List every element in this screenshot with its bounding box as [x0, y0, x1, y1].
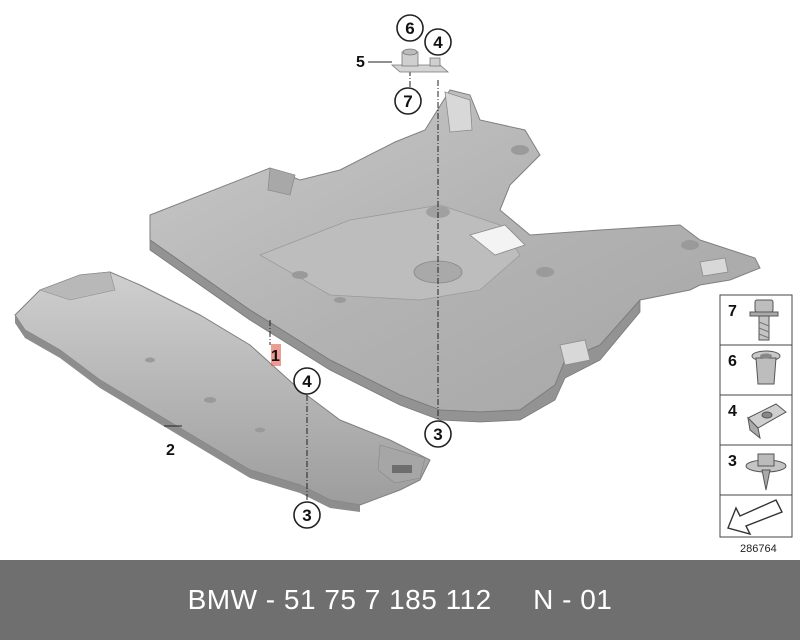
legend-number-7: 7 — [728, 303, 737, 320]
expanding-nut-icon — [751, 350, 781, 385]
callout-7: 7 — [394, 87, 422, 115]
part-1-highlight — [271, 344, 281, 366]
callout-4-bottom-text: 4 — [302, 372, 312, 391]
callout-3-right-text: 3 — [433, 425, 442, 444]
part-label-2: 2 — [166, 442, 175, 459]
clip-nut-icon — [747, 403, 787, 440]
callout-3-bottom: 3 — [293, 501, 321, 529]
fastener-legend: 7 6 4 3 — [719, 294, 793, 538]
callout-3-bottom-text: 3 — [302, 506, 311, 525]
part-number-text: BMW - 51 75 7 185 112 N - 01 — [187, 584, 613, 615]
front-shield — [14, 271, 431, 512]
part-label-1: 1 — [271, 348, 280, 365]
part-label-5: 5 — [356, 54, 365, 71]
legend-number-3: 3 — [728, 453, 737, 470]
callout-4-top: 4 — [424, 28, 452, 56]
footer-bar: BMW - 51 75 7 185 112 N - 01 — [0, 560, 800, 640]
callout-4-bottom: 4 — [293, 367, 321, 395]
bracket-part-5 — [368, 48, 450, 73]
callout-3-right: 3 — [424, 420, 452, 448]
callout-7-text: 7 — [403, 92, 412, 111]
parts-diagram: 6 4 7 3 4 3 5 1 2 7 6 — [14, 14, 793, 555]
assembly-lines — [269, 70, 439, 500]
bolt-icon — [749, 299, 779, 341]
callout-6-text: 6 — [405, 19, 414, 38]
legend-number-4: 4 — [728, 403, 737, 420]
legend-number-6: 6 — [728, 353, 737, 370]
callout-6: 6 — [396, 14, 424, 42]
direction-arrow-icon — [727, 499, 783, 536]
callout-4-top-text: 4 — [433, 33, 443, 52]
collar-screw-icon — [745, 453, 787, 491]
underbody-shield — [149, 89, 761, 423]
reference-number: 286764 — [740, 543, 777, 555]
